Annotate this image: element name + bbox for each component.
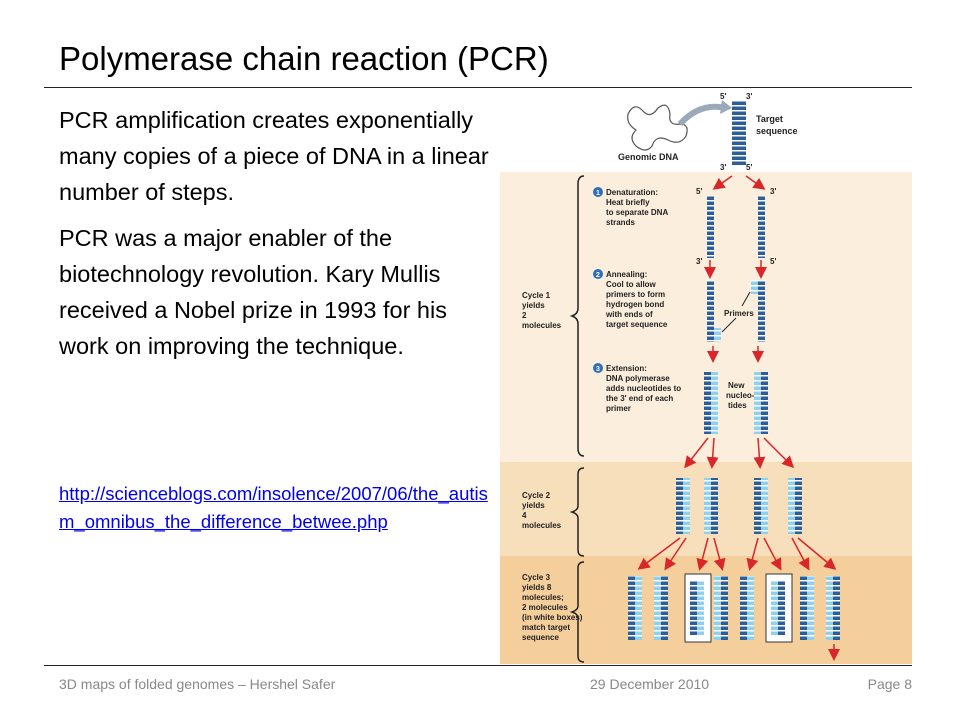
- svg-text:4: 4: [522, 511, 527, 520]
- cycle1-brace: [569, 175, 585, 457]
- svg-text:with ends of: with ends of: [605, 310, 653, 319]
- svg-text:Extension:: Extension:: [606, 364, 647, 373]
- svg-text:yields 8: yields 8: [522, 583, 552, 592]
- slide-title: Polymerase chain reaction (PCR): [59, 40, 549, 77]
- svg-text:5': 5': [770, 257, 776, 266]
- svg-text:sequence: sequence: [756, 126, 798, 136]
- target-ladder: [732, 100, 746, 166]
- svg-text:3': 3': [746, 92, 752, 101]
- svg-text:5': 5': [720, 92, 726, 101]
- footer-author: 3D maps of folded genomes – Hershel Safe…: [59, 676, 336, 692]
- svg-text:nucleo-: nucleo-: [726, 391, 755, 400]
- svg-text:match target: match target: [522, 623, 570, 632]
- primer: [751, 280, 758, 294]
- svg-text:Denaturation:: Denaturation:: [606, 188, 658, 197]
- footer-divider: [44, 665, 912, 666]
- svg-text:Cycle 1: Cycle 1: [522, 291, 551, 300]
- svg-text:molecules: molecules: [522, 521, 562, 530]
- svg-text:Cycle 2: Cycle 2: [522, 491, 551, 500]
- svg-text:5': 5': [746, 163, 752, 172]
- svg-text:New: New: [728, 381, 745, 390]
- step1-badge: [593, 187, 603, 197]
- strand-a: [707, 196, 714, 258]
- primers-label: Primers: [724, 309, 754, 318]
- svg-text:3': 3': [696, 257, 702, 266]
- cycle3-brace: [569, 561, 585, 663]
- svg-text:2: 2: [596, 272, 600, 279]
- source-link[interactable]: http://scienceblogs.com/insolence/2007/0…: [59, 483, 488, 532]
- svg-text:target sequence: target sequence: [606, 320, 668, 329]
- paragraph-pcr-amplification: PCR amplification creates exponentially …: [59, 107, 489, 205]
- cycle2-brace: [569, 467, 585, 557]
- svg-text:to separate DNA: to separate DNA: [606, 208, 668, 217]
- svg-text:3: 3: [596, 366, 600, 373]
- svg-text:strands: strands: [606, 218, 635, 227]
- svg-text:primers to form: primers to form: [606, 290, 665, 299]
- genomic-dna-label: Genomic DNA: [618, 152, 679, 162]
- genomic-dna-coil: [627, 104, 688, 151]
- step3-badge: [593, 363, 603, 373]
- svg-text:3': 3': [720, 163, 726, 172]
- body-text: PCR amplification creates exponentially …: [59, 102, 489, 370]
- svg-text:primer: primer: [606, 404, 631, 413]
- arrow: [712, 175, 733, 190]
- svg-text:2: 2: [522, 311, 527, 320]
- svg-text:1: 1: [596, 190, 600, 197]
- svg-text:5': 5': [696, 187, 702, 196]
- strand-b: [758, 196, 765, 258]
- arrow: [745, 175, 766, 190]
- svg-text:tides: tides: [728, 401, 747, 410]
- svg-text:2 molecules: 2 molecules: [522, 603, 568, 612]
- pcr-diagram: Genomic DNA 5' 3' 3' 5' Target sequence …: [500, 88, 912, 664]
- step2-badge: [593, 269, 603, 279]
- svg-text:the 3' end of each: the 3' end of each: [606, 394, 673, 403]
- svg-text:3': 3': [770, 187, 776, 196]
- svg-text:Cool to allow: Cool to allow: [606, 280, 657, 289]
- target-label: Target: [756, 114, 783, 124]
- svg-text:Heat briefly: Heat briefly: [606, 198, 650, 207]
- svg-text:adds nucleotides to: adds nucleotides to: [606, 384, 681, 393]
- footer-date: 29 December 2010: [590, 676, 710, 692]
- paragraph-pcr-history: PCR was a major enabler of the biotechno…: [59, 225, 447, 359]
- svg-text:molecules;: molecules;: [522, 593, 564, 602]
- svg-text:Cycle 3: Cycle 3: [522, 573, 551, 582]
- footer-page-number: Page 8: [867, 676, 912, 692]
- svg-text:hydrogen bond: hydrogen bond: [606, 300, 664, 309]
- svg-text:(in white boxes): (in white boxes): [522, 613, 583, 622]
- svg-text:yields: yields: [522, 501, 545, 510]
- primer: [714, 328, 721, 342]
- svg-text:yields: yields: [522, 301, 545, 310]
- title-divider: [44, 87, 912, 88]
- svg-text:DNA polymerase: DNA polymerase: [606, 374, 670, 383]
- svg-text:Annealing:: Annealing:: [606, 270, 647, 279]
- svg-text:sequence: sequence: [522, 633, 559, 642]
- svg-text:molecules: molecules: [522, 321, 562, 330]
